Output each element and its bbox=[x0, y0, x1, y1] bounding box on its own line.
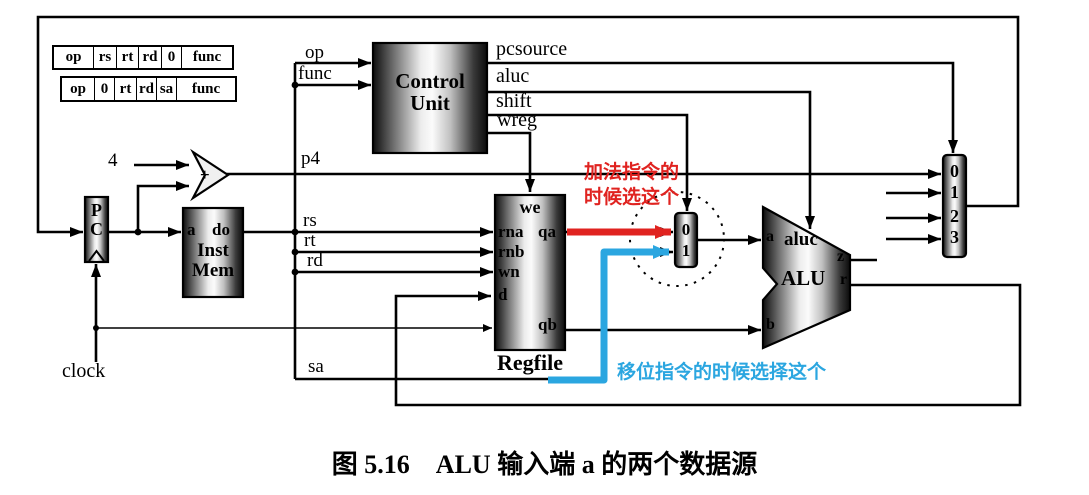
mux-a-option-0: 0 bbox=[681, 220, 691, 239]
fmt-cell: 0 bbox=[95, 78, 115, 100]
add-note-line1: 加法指令的 bbox=[584, 161, 680, 183]
instmem-port-do: do bbox=[212, 220, 230, 239]
fmt-cell: op bbox=[54, 47, 94, 68]
figure-caption-title: ALU 输入端 a 的两个数据源 bbox=[435, 450, 758, 479]
add-note-line2: 时候选这个 bbox=[584, 186, 680, 208]
alu-port-aluc: aluc bbox=[784, 229, 818, 250]
fmt-cell: rt bbox=[117, 47, 139, 68]
adder-plus: + bbox=[200, 165, 210, 184]
wire-wreg bbox=[487, 131, 535, 192]
regfile-port-rna: rna bbox=[498, 222, 524, 241]
label-rt: rt bbox=[304, 230, 316, 251]
fmt-cell: 0 bbox=[162, 47, 182, 68]
figure-caption-number: 图 5.16 bbox=[331, 450, 410, 479]
fmt-cell: op bbox=[62, 78, 95, 100]
fmt-cell: rd bbox=[137, 78, 157, 100]
regfile-port-wn: wn bbox=[498, 262, 520, 281]
control-unit-line1: Control bbox=[395, 69, 465, 93]
figure-caption: 图 5.16 ALU 输入端 a 的两个数据源 bbox=[0, 444, 1089, 481]
alu-name: ALU bbox=[781, 266, 826, 290]
label-p4: p4 bbox=[301, 148, 320, 169]
pc-label: P C bbox=[85, 201, 108, 239]
control-unit-label: Control Unit bbox=[373, 70, 487, 114]
label-clock: clock bbox=[62, 360, 106, 382]
label-rd: rd bbox=[307, 250, 323, 271]
alu-port-z: z bbox=[837, 248, 845, 265]
fmt-cell: rs bbox=[94, 47, 117, 68]
label-const4: 4 bbox=[108, 150, 118, 171]
wire-alu-r-loop bbox=[394, 283, 1022, 407]
regfile-port-qa: qa bbox=[538, 222, 556, 241]
pc-clock-wedge bbox=[88, 249, 105, 262]
label-sa: sa bbox=[308, 356, 324, 377]
regfile-port-we: we bbox=[519, 197, 541, 217]
regfile-port-d: d bbox=[498, 285, 508, 304]
mux-pc-option-3: 3 bbox=[950, 227, 959, 247]
instruction-format-add: op rs rt rd 0 func bbox=[52, 45, 234, 70]
label-rs: rs bbox=[303, 210, 317, 231]
mux-pc-option-2: 2 bbox=[950, 206, 959, 226]
wire-pcsource bbox=[487, 61, 958, 153]
alu-port-r: r bbox=[840, 271, 848, 288]
instmem-port-a: a bbox=[187, 220, 196, 239]
label-pcsource: pcsource bbox=[496, 38, 568, 60]
fmt-cell: rd bbox=[139, 47, 162, 68]
mux-pc-option-0: 0 bbox=[950, 161, 959, 181]
regfile-port-qb: qb bbox=[538, 315, 557, 334]
wire-sa bbox=[295, 247, 673, 381]
shift-note: 移位指令的时候选择这个 bbox=[617, 361, 827, 383]
label-wreg-signal: wreg bbox=[497, 109, 537, 131]
wire-pc-to-adder bbox=[136, 181, 189, 232]
label-aluc-signal: aluc bbox=[496, 65, 530, 87]
fmt-cell: func bbox=[192, 49, 222, 65]
instmem-name-line1: Inst bbox=[197, 240, 229, 261]
junction-dots bbox=[93, 81, 299, 331]
control-unit-line2: Unit bbox=[410, 91, 450, 116]
regfile-caption: Regfile bbox=[497, 350, 563, 375]
pc-letter-p: P bbox=[91, 200, 102, 220]
alu-port-a: a bbox=[766, 228, 774, 245]
instruction-format-shift: op 0 rt rd sa func bbox=[60, 76, 237, 102]
fmt-cell: sa bbox=[157, 78, 177, 100]
mux-a-option-1: 1 bbox=[681, 241, 691, 260]
alu-port-b: b bbox=[766, 316, 775, 333]
mux-pc-option-1: 1 bbox=[950, 182, 959, 202]
regfile-port-rnb: rnb bbox=[498, 242, 525, 261]
fmt-cell: func bbox=[191, 80, 221, 97]
label-shift-signal: shift bbox=[496, 90, 532, 112]
adder-shape bbox=[190, 148, 231, 202]
fmt-cell: rt bbox=[115, 78, 137, 100]
label-func: func bbox=[298, 63, 332, 84]
label-op: op bbox=[305, 42, 324, 63]
pc-letter-c: C bbox=[90, 218, 103, 239]
instmem-name-line2: Mem bbox=[191, 260, 235, 281]
